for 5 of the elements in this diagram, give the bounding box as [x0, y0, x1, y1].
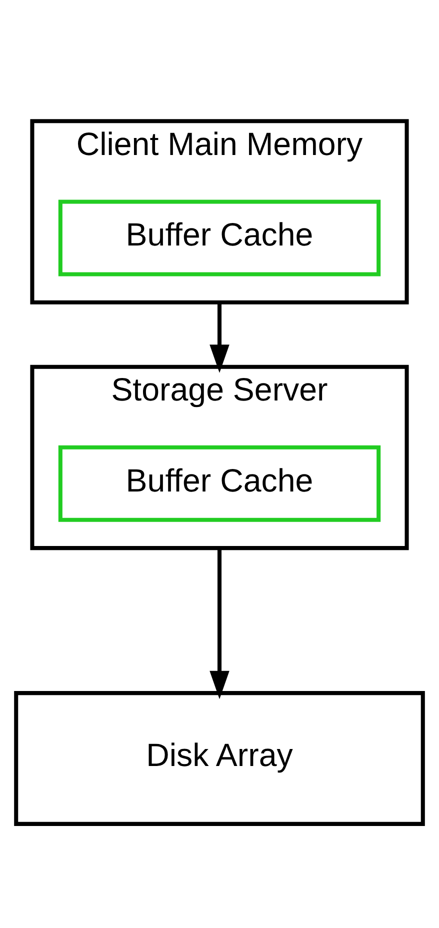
node-box: Disk Array	[14, 690, 425, 826]
arrow	[210, 548, 230, 699]
node-box: Buffer Cache	[58, 444, 381, 522]
arrow	[210, 302, 230, 372]
node-box: Buffer Cache	[58, 199, 381, 276]
